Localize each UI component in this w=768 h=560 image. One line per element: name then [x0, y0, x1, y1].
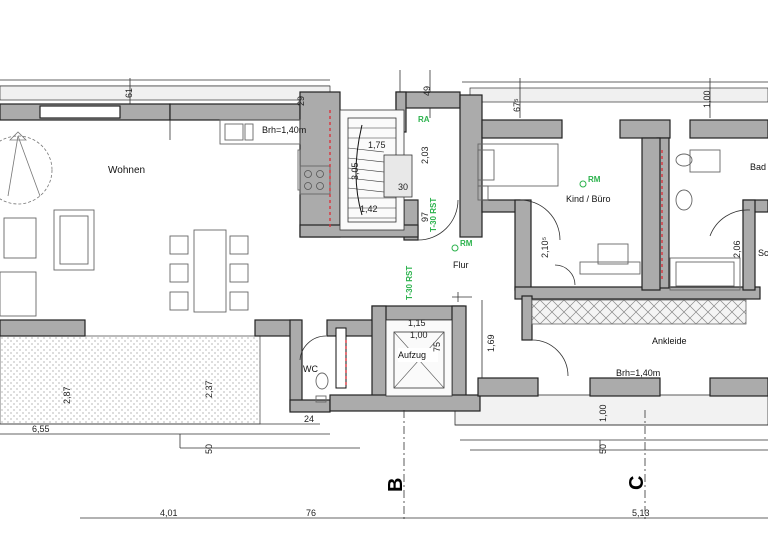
dim-305: 3,05	[350, 162, 360, 180]
dim-100-bottom: 1,00	[598, 404, 608, 422]
dim-175: 1,75	[368, 140, 386, 150]
dim-206: 2,06	[732, 240, 742, 258]
room-ankleide: Ankleide	[652, 336, 687, 346]
dim-237: 2,37	[204, 380, 214, 398]
dim-97: 97	[420, 212, 430, 222]
door-rating-stair: T-30 RST	[429, 198, 438, 232]
sill-height-left: Brh=1,40m	[262, 125, 306, 135]
dim-169: 1,69	[486, 334, 496, 352]
room-wohnen: Wohnen	[108, 165, 145, 176]
dim-50-left: 50	[204, 444, 214, 454]
dim-24: 24	[304, 414, 314, 424]
dim-513: 5,13	[632, 508, 650, 518]
staircase	[339, 109, 413, 231]
smoke-detector-2: RM	[460, 239, 473, 248]
hallway-details	[329, 110, 569, 378]
dim-29: 29	[296, 96, 306, 106]
dim-61: 61	[124, 88, 134, 98]
door-rating-lift: T-30 RST	[405, 266, 414, 300]
dim-100-top: 1,00	[702, 90, 712, 108]
dim-2105: 2,10⁵	[540, 236, 550, 258]
wc-furniture	[299, 327, 347, 403]
walls	[0, 91, 768, 413]
elevator-shaft	[385, 319, 453, 397]
dim-115: 1,15	[408, 318, 426, 328]
dim-287: 2,87	[62, 386, 72, 404]
smoke-detector-1: RM	[588, 175, 601, 184]
dim-50-right: 50	[598, 444, 608, 454]
dim-30: 30	[398, 182, 408, 192]
axis-b: B	[385, 478, 407, 492]
dim-655: 6,55	[32, 424, 50, 434]
axis-c: C	[626, 476, 648, 490]
room-flur: Flur	[453, 260, 469, 270]
terrace	[0, 335, 261, 425]
dim-100-lift: 1,00	[410, 330, 428, 340]
dim-675: 67⁵	[512, 98, 522, 112]
room-wc: WC	[303, 364, 318, 374]
dim-401: 4,01	[160, 508, 178, 518]
room-kind-buero: Kind / Büro	[566, 194, 611, 204]
dim-75: 75	[432, 342, 442, 352]
dim-142: 1,42	[360, 204, 378, 214]
dim-203: 2,03	[420, 146, 430, 164]
room-bad: Bad	[750, 162, 766, 172]
kids-office-furniture	[477, 143, 641, 286]
bath-furniture	[661, 149, 751, 291]
wardrobe	[531, 299, 747, 325]
living-furniture	[0, 119, 331, 317]
ra-label: RA	[418, 115, 430, 124]
top-balcony-band	[0, 70, 768, 118]
room-aufzug: Aufzug	[398, 350, 426, 360]
dim-76: 76	[306, 508, 316, 518]
dim-49: 49	[422, 86, 432, 96]
sill-height-right: Brh=1,40m	[616, 368, 660, 378]
room-bad-partial: Sc	[758, 248, 768, 258]
